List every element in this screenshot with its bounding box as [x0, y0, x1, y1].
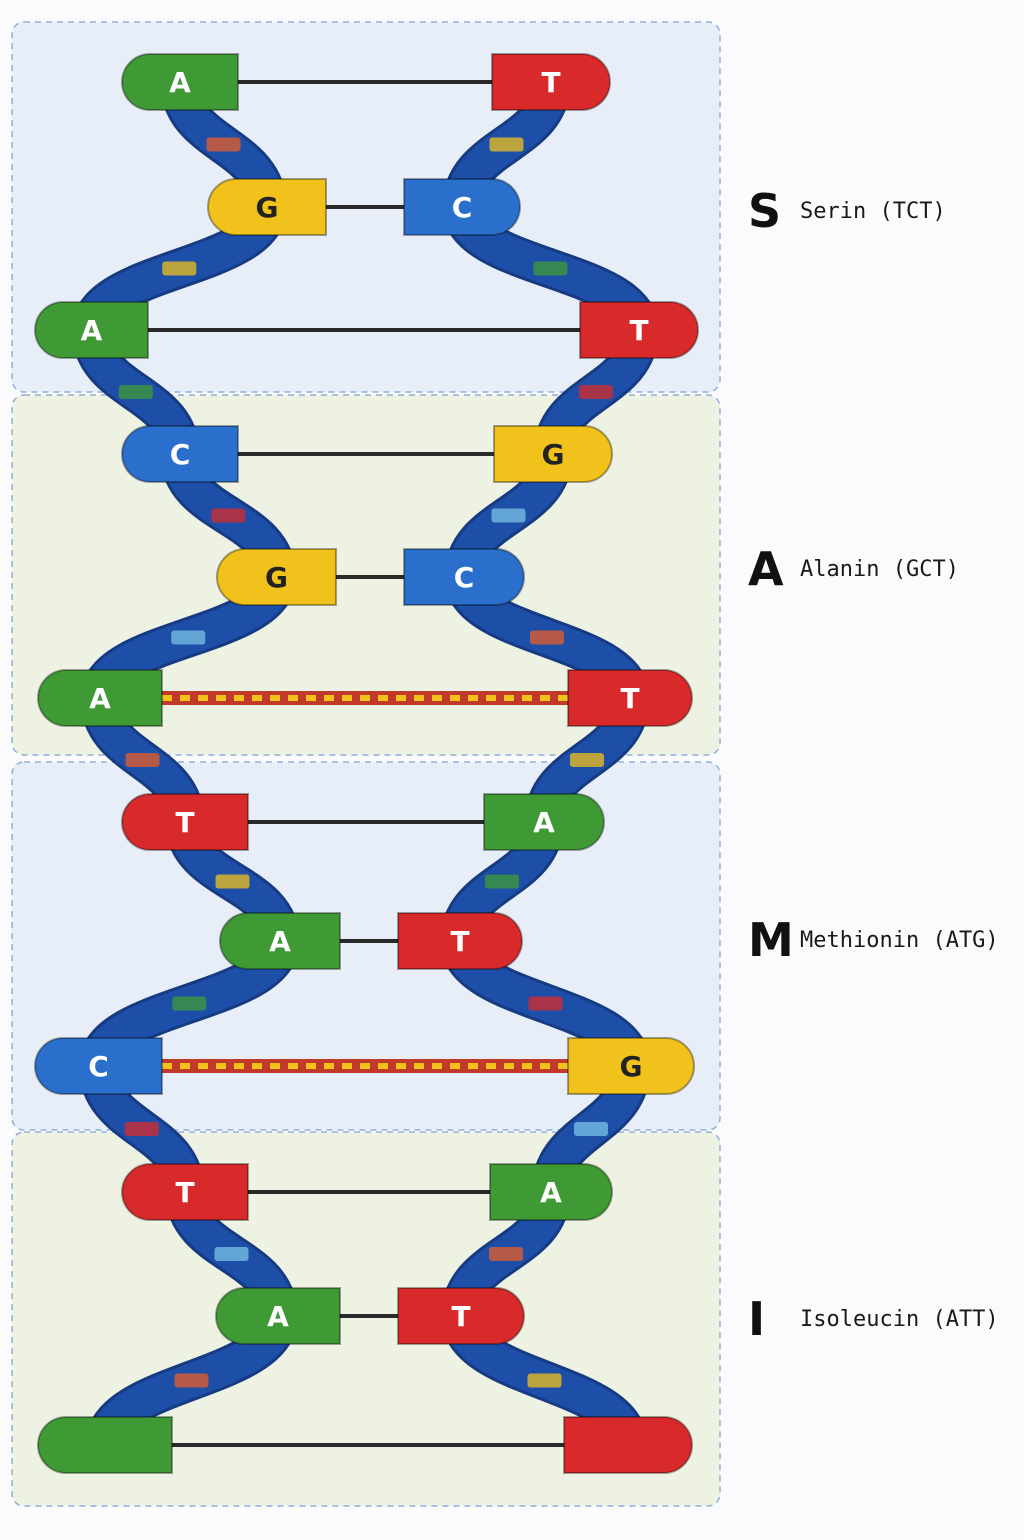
backbone-pattern-band	[215, 874, 250, 889]
backbone-pattern-band	[485, 874, 519, 889]
codon-label-isoleucin: I Isoleucin (ATT)	[748, 1296, 999, 1342]
base-letter-left: A	[169, 66, 191, 99]
codon-label-alanin: A Alanin (GCT)	[748, 546, 959, 592]
backbone-pattern-band	[533, 261, 568, 276]
base-right	[567, 1037, 695, 1095]
base-letter-right: A	[533, 806, 555, 839]
amino-acid-letter: M	[748, 913, 794, 967]
base-left	[37, 1416, 173, 1474]
base-letter-right: T	[629, 314, 648, 347]
base-letter-right: C	[454, 561, 475, 594]
base-letter-left: T	[175, 1176, 194, 1209]
base-right	[403, 178, 521, 236]
amino-acid-name: Methionin (ATG)	[800, 927, 999, 953]
base-letter-left: A	[81, 314, 103, 347]
amino-acid-letter: S	[748, 184, 782, 238]
backbone-pattern-band	[579, 385, 613, 399]
base-right	[493, 425, 613, 483]
base-right	[567, 669, 693, 727]
base-letter-right: T	[541, 66, 560, 99]
backbone-pattern-band	[162, 261, 197, 276]
backbone-pattern-band	[530, 630, 564, 645]
backbone-pattern-band	[174, 1373, 209, 1388]
amino-acid-letter: I	[748, 1292, 766, 1346]
base-left	[121, 53, 239, 111]
amino-acid-name: Isoleucin (ATT)	[800, 1306, 999, 1332]
base-right	[563, 1416, 693, 1474]
codon-label-methionin: M Methionin (ATG)	[748, 917, 999, 963]
base-left	[34, 301, 149, 359]
base-left	[219, 912, 341, 970]
base-left	[216, 548, 337, 606]
backbone-pattern-band	[118, 385, 153, 399]
base-left	[34, 1037, 163, 1095]
base-right	[483, 793, 605, 851]
base-right	[397, 1287, 525, 1345]
base-letter-right: T	[620, 682, 639, 715]
base-letter-left: C	[170, 438, 191, 471]
base-letter-left: A	[269, 925, 291, 958]
backbone-pattern-band	[214, 1247, 249, 1261]
base-right	[579, 301, 699, 359]
base-left	[121, 425, 239, 483]
base-left	[37, 669, 163, 727]
backbone-pattern-band	[527, 1373, 562, 1388]
amino-acid-letter: A	[748, 542, 784, 596]
amino-acid-name: Alanin (GCT)	[800, 556, 959, 582]
base-left	[121, 1163, 249, 1221]
backbone-pattern-band	[125, 753, 160, 767]
base-letter-right: C	[452, 191, 473, 224]
backbone-pattern-band	[491, 508, 526, 523]
base-letter-right: G	[542, 438, 565, 471]
base-letter-right: T	[450, 925, 469, 958]
base-right	[491, 53, 611, 111]
base-letter-right: T	[451, 1300, 470, 1333]
backbone-pattern-band	[211, 508, 246, 523]
backbone-pattern-band	[171, 630, 206, 645]
backbone-pattern-band	[172, 996, 207, 1011]
backbone-pattern-band	[206, 137, 241, 152]
base-right	[489, 1163, 613, 1221]
backbone-pattern-band	[489, 137, 524, 152]
backbone-pattern-band	[489, 1247, 523, 1261]
base-letter-left: G	[256, 191, 279, 224]
base-letter-left: G	[265, 561, 288, 594]
base-left	[207, 178, 327, 236]
base-right	[403, 548, 525, 606]
amino-acid-name: Serin (TCT)	[800, 198, 946, 224]
base-right	[397, 912, 523, 970]
backbone-pattern-band	[124, 1122, 159, 1136]
backbone-pattern-band	[574, 1122, 608, 1136]
base-letter-right: A	[540, 1176, 562, 1209]
base-left	[121, 793, 249, 851]
base-left	[215, 1287, 341, 1345]
backbone-pattern-band	[570, 753, 604, 767]
base-letter-left: T	[175, 806, 194, 839]
base-letter-right: G	[620, 1050, 643, 1083]
codon-label-serin: S Serin (TCT)	[748, 188, 946, 234]
base-letter-left: C	[88, 1050, 109, 1083]
base-letter-left: A	[89, 682, 111, 715]
backbone-pattern-band	[528, 996, 563, 1011]
base-letter-left: A	[267, 1300, 289, 1333]
